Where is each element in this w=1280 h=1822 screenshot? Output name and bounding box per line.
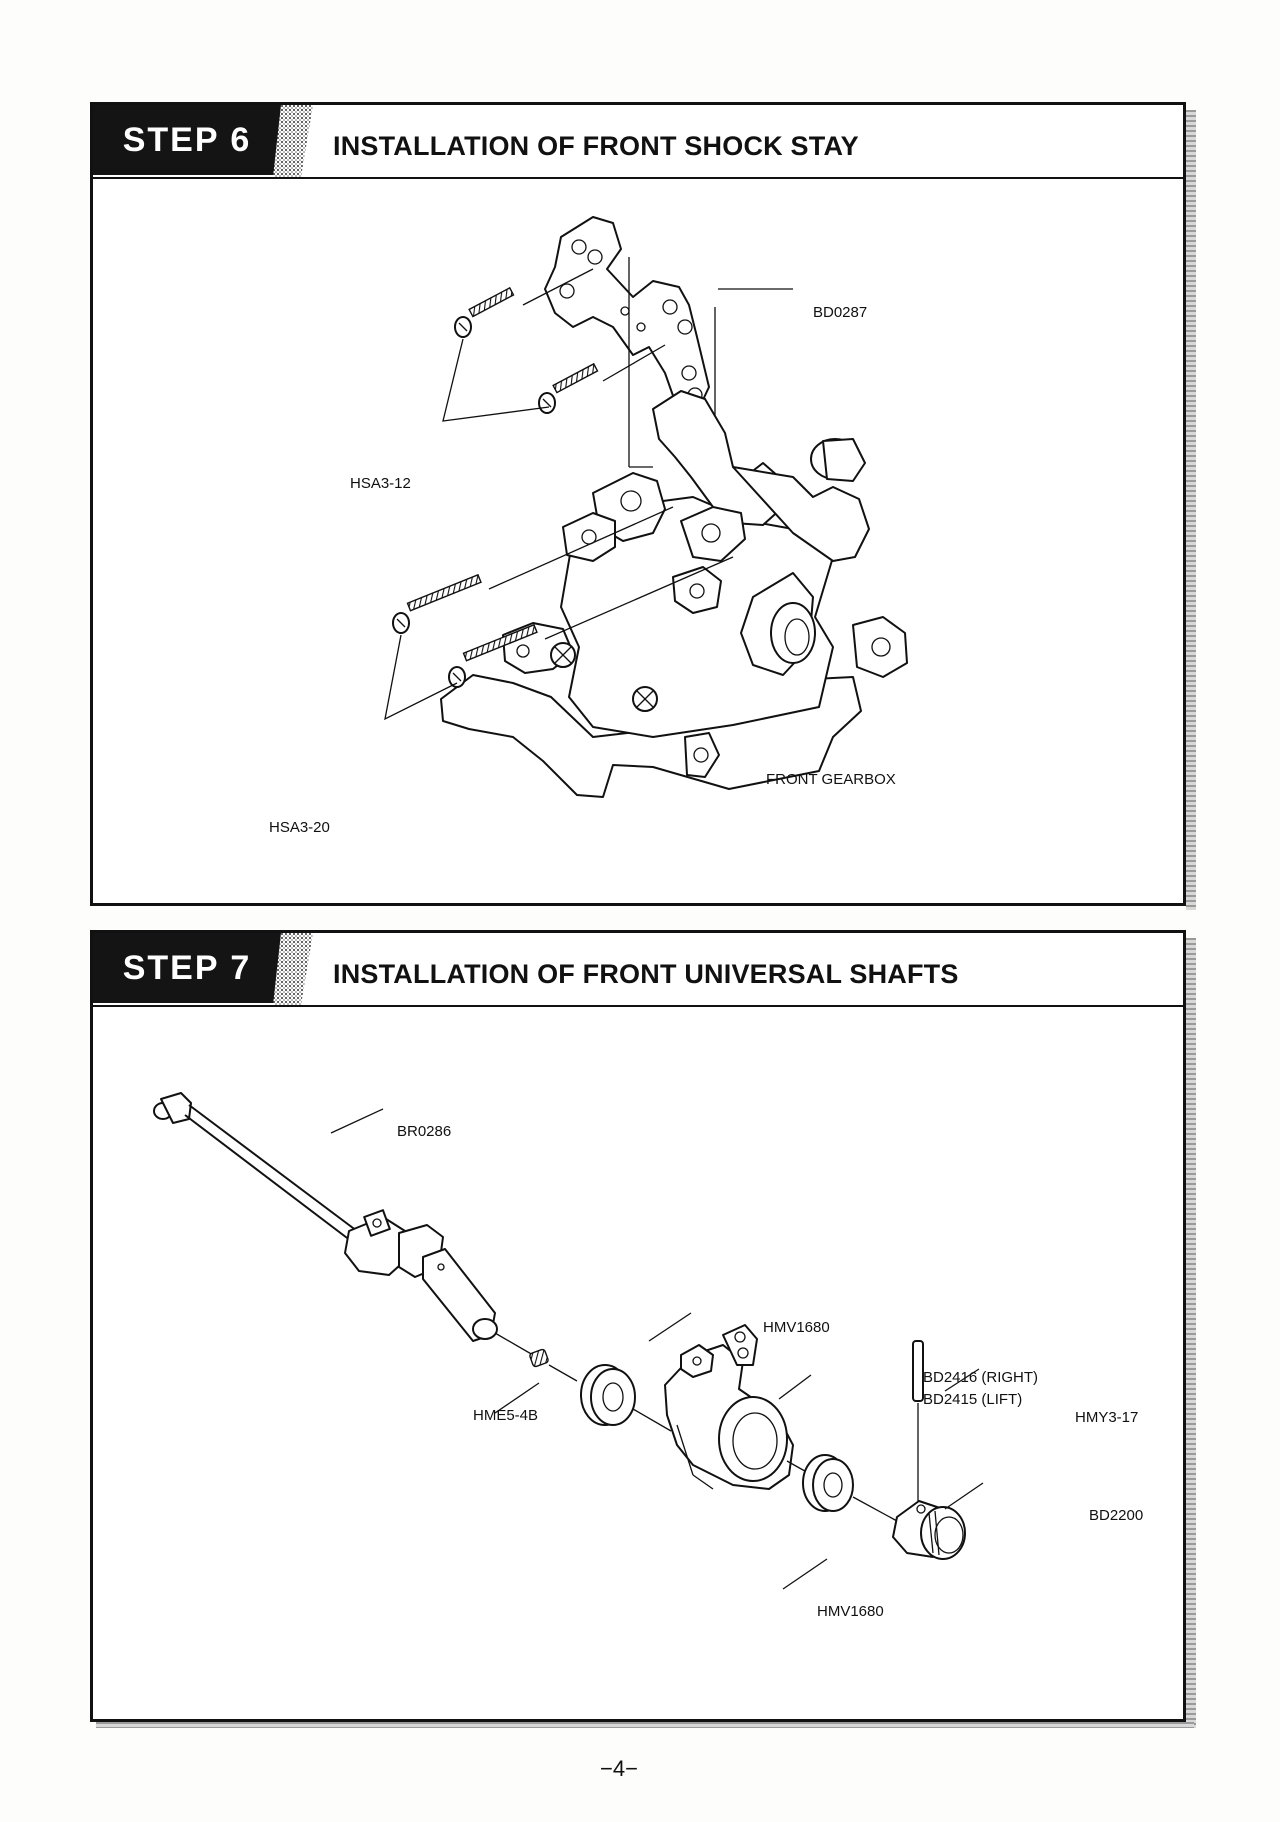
badge-slant-graphic bbox=[273, 105, 313, 177]
screw-hsa3-12-lower bbox=[538, 362, 599, 414]
step-7-header: STEP 7 INSTALLATION OF FRONT UNIVERSAL S… bbox=[93, 933, 1183, 1007]
step-6-header: STEP 6 INSTALLATION OF FRONT SHOCK STAY bbox=[93, 105, 1183, 179]
callout-front-gearbox: FRONT GEARBOX bbox=[766, 771, 896, 788]
callout-hmv1680-upper: HMV1680 bbox=[763, 1319, 830, 1336]
step-7-diagram bbox=[153, 1092, 984, 1590]
hex-hub-bd2200 bbox=[892, 1500, 966, 1560]
front-gearbox-part bbox=[440, 390, 908, 798]
step-6-diagram bbox=[384, 216, 908, 798]
bearing-hmv1680-upper bbox=[580, 1364, 636, 1426]
screw-hsa3-20-upper bbox=[392, 573, 482, 634]
screw-hsa3-20-lower bbox=[448, 623, 538, 688]
panel-edge-shadow bbox=[1186, 938, 1196, 1728]
step-6-title: INSTALLATION OF FRONT SHOCK STAY bbox=[333, 131, 859, 161]
step-6-panel: STEP 6 INSTALLATION OF FRONT SHOCK STAY bbox=[90, 102, 1186, 906]
panel-edge-shadow bbox=[1186, 110, 1196, 910]
callout-bd2416: BD2416 (RIGHT) bbox=[923, 1369, 1039, 1386]
set-screw-hme5-4b bbox=[529, 1348, 549, 1368]
steering-knuckle-part bbox=[664, 1324, 794, 1490]
page-number: −4− bbox=[600, 1756, 638, 1781]
panel-bottom-shadow bbox=[96, 1722, 1194, 1728]
step-6-badge: STEP 6 bbox=[93, 105, 281, 175]
callout-bd2415: BD2415 (LIFT) bbox=[923, 1391, 1023, 1408]
callout-hsa3-20: HSA3-20 bbox=[269, 819, 330, 836]
bearing-hmv1680-lower bbox=[802, 1454, 854, 1512]
badge-slant-graphic bbox=[273, 933, 313, 1005]
callout-hmv1680-lower: HMV1680 bbox=[817, 1603, 884, 1620]
step-7-panel: STEP 7 INSTALLATION OF FRONT UNIVERSAL S… bbox=[90, 930, 1186, 1722]
callout-bd0287: BD0287 bbox=[813, 304, 868, 321]
callout-hsa3-12: HSA3-12 bbox=[350, 475, 411, 492]
step-7-badge: STEP 7 bbox=[93, 933, 281, 1003]
callout-br0286: BR0286 bbox=[397, 1123, 452, 1140]
callout-bd2200: BD2200 bbox=[1089, 1507, 1144, 1524]
screw-hsa3-12-upper bbox=[454, 286, 515, 338]
pin-hmy3-17 bbox=[912, 1340, 924, 1501]
step-7-title: INSTALLATION OF FRONT UNIVERSAL SHAFTS bbox=[333, 959, 959, 989]
callout-hmy3-17: HMY3-17 bbox=[1075, 1409, 1139, 1426]
universal-shaft-part bbox=[153, 1092, 498, 1342]
callout-hme5-4b: HME5-4B bbox=[473, 1407, 539, 1424]
